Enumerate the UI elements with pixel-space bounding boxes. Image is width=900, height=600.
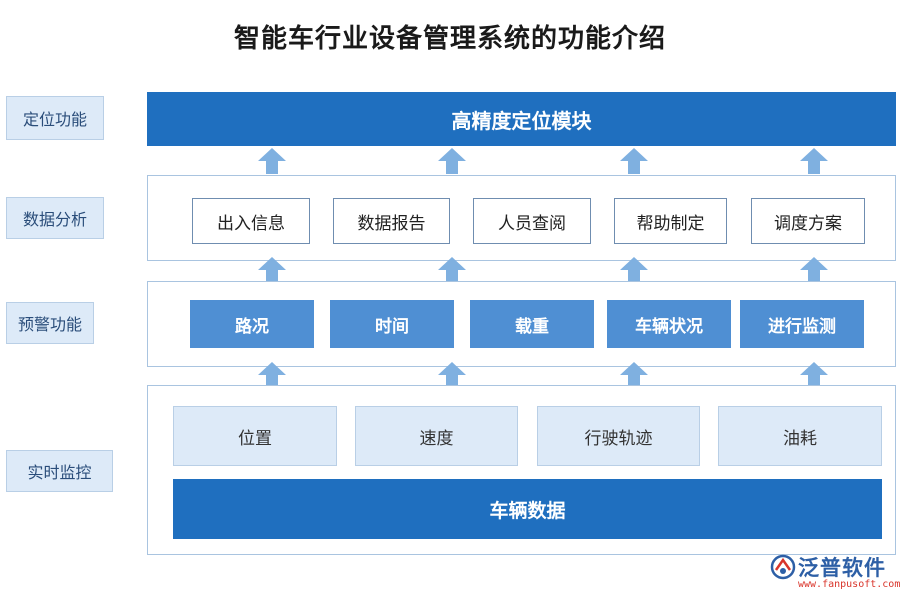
side-label-warning: 预警功能 (6, 302, 94, 344)
side-label-monitoring: 实时监控 (6, 450, 113, 492)
analysis-item: 调度方案 (751, 198, 865, 244)
logo-url: www.fanpusoft.com (798, 579, 900, 590)
up-arrow-icon (620, 257, 648, 283)
page-title: 智能车行业设备管理系统的功能介绍 (233, 24, 666, 54)
up-arrow-icon (800, 148, 828, 174)
up-arrow-icon (258, 257, 286, 283)
up-arrow-icon (620, 148, 648, 174)
monitoring-item: 行驶轨迹 (537, 406, 700, 466)
up-arrow-icon (258, 362, 286, 388)
side-label-positioning: 定位功能 (6, 96, 104, 140)
monitoring-item: 速度 (355, 406, 518, 466)
up-arrow-icon (800, 362, 828, 388)
up-arrow-icon (438, 148, 466, 174)
up-arrow-icon (800, 257, 828, 283)
warning-item: 时间 (330, 300, 454, 348)
brand-logo: 泛普软件 www.fanpusoft.com (770, 552, 900, 596)
up-arrow-icon (438, 362, 466, 388)
monitoring-item: 油耗 (718, 406, 882, 466)
logo-mark-icon (770, 554, 796, 584)
vehicle-data-bar: 车辆数据 (173, 479, 882, 539)
positioning-module-bar: 高精度定位模块 (147, 92, 896, 146)
warning-item: 路况 (190, 300, 314, 348)
warning-item: 车辆状况 (607, 300, 731, 348)
monitoring-item: 位置 (173, 406, 337, 466)
analysis-item: 数据报告 (333, 198, 450, 244)
up-arrow-icon (258, 148, 286, 174)
up-arrow-icon (620, 362, 648, 388)
analysis-item: 人员查阅 (473, 198, 591, 244)
warning-item: 载重 (470, 300, 594, 348)
side-label-analysis: 数据分析 (6, 197, 104, 239)
analysis-item: 帮助制定 (614, 198, 727, 244)
analysis-item: 出入信息 (192, 198, 310, 244)
up-arrow-icon (438, 257, 466, 283)
warning-item: 进行监测 (740, 300, 864, 348)
logo-name: 泛普软件 (798, 556, 886, 580)
